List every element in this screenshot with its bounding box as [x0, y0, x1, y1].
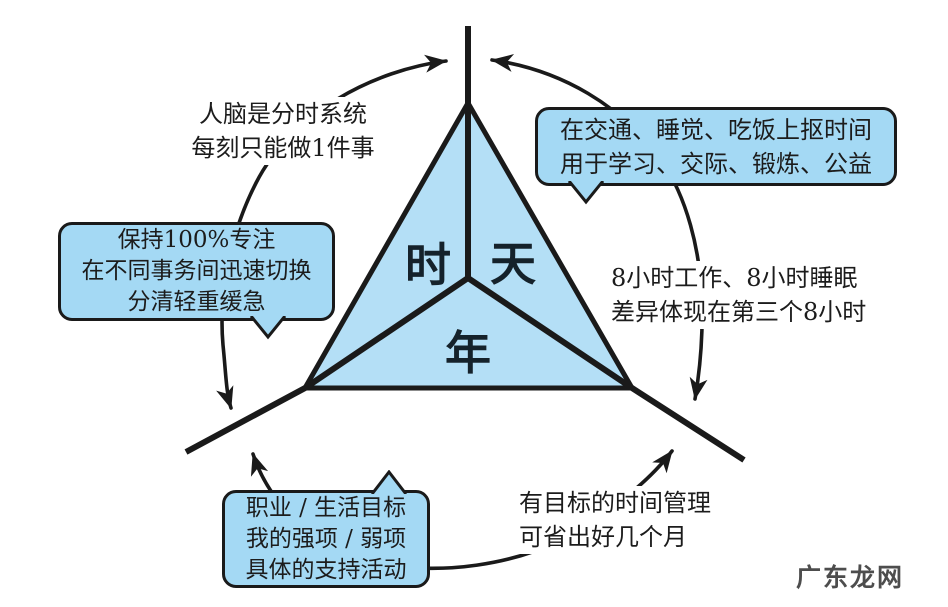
- callout-top-right: 在交通、睡觉、吃饭上抠时间 用于学习、交际、锻炼、公益: [535, 107, 897, 186]
- callout-left-line-2: 在不同事务间迅速切换: [81, 258, 312, 284]
- callout-bottom-left-line-3: 具体的支持活动: [245, 556, 407, 583]
- annotation-bottom-right-line-1: 有目标的时间管理: [519, 489, 711, 517]
- annotation-top-left: 人脑是分时系统 每刻只能做1件事: [158, 97, 408, 165]
- cycle-arc-left-arrow: [216, 54, 448, 410]
- callout-left-tail: [250, 316, 286, 340]
- callout-bottom-left-line-2: 我的强项 / 弱项: [245, 525, 407, 552]
- callout-top-right-tail: [568, 181, 604, 205]
- callout-left: 保持100%专注 在不同事务间迅速切换 分清轻重缓急: [58, 222, 335, 321]
- callout-bottom-left: 职业 / 生活目标 我的强项 / 弱项 具体的支持活动: [222, 490, 430, 588]
- callout-top-right-line-1: 在交通、睡觉、吃饭上抠时间: [560, 115, 872, 144]
- annotation-top-left-line-2: 每刻只能做1件事: [191, 134, 375, 162]
- cycle-arc-right-arrow: [490, 54, 708, 401]
- callout-bottom-left-line-1: 职业 / 生活目标: [245, 494, 407, 521]
- annotation-bottom-right: 有目标的时间管理 可省出好几个月: [519, 486, 711, 554]
- annotation-top-left-line-1: 人脑是分时系统: [199, 100, 367, 128]
- divider-bottom-right-line: [466, 275, 746, 463]
- triangle-label-year: 年: [445, 326, 491, 380]
- divider-bottom-left-line: [184, 275, 470, 455]
- watermark-text: 广东龙网: [796, 563, 905, 592]
- annotation-right-line-1: 8小时工作、8小时睡眠: [611, 264, 858, 292]
- triangle-label-hour: 时: [405, 238, 451, 292]
- callout-top-right-line-2: 用于学习、交际、锻炼、公益: [560, 149, 872, 178]
- annotation-right: 8小时工作、8小时睡眠 差异体现在第三个8小时: [611, 261, 867, 329]
- annotation-right-line-2: 差异体现在第三个8小时: [611, 298, 867, 326]
- callout-left-line-3: 分清轻重缓急: [127, 289, 266, 315]
- annotation-bottom-right-line-2: 可省出好几个月: [519, 523, 687, 551]
- triangle-label-day: 天: [490, 237, 536, 291]
- callout-bottom-left-tail: [371, 470, 407, 494]
- callout-left-line-1: 保持100%专注: [117, 227, 276, 253]
